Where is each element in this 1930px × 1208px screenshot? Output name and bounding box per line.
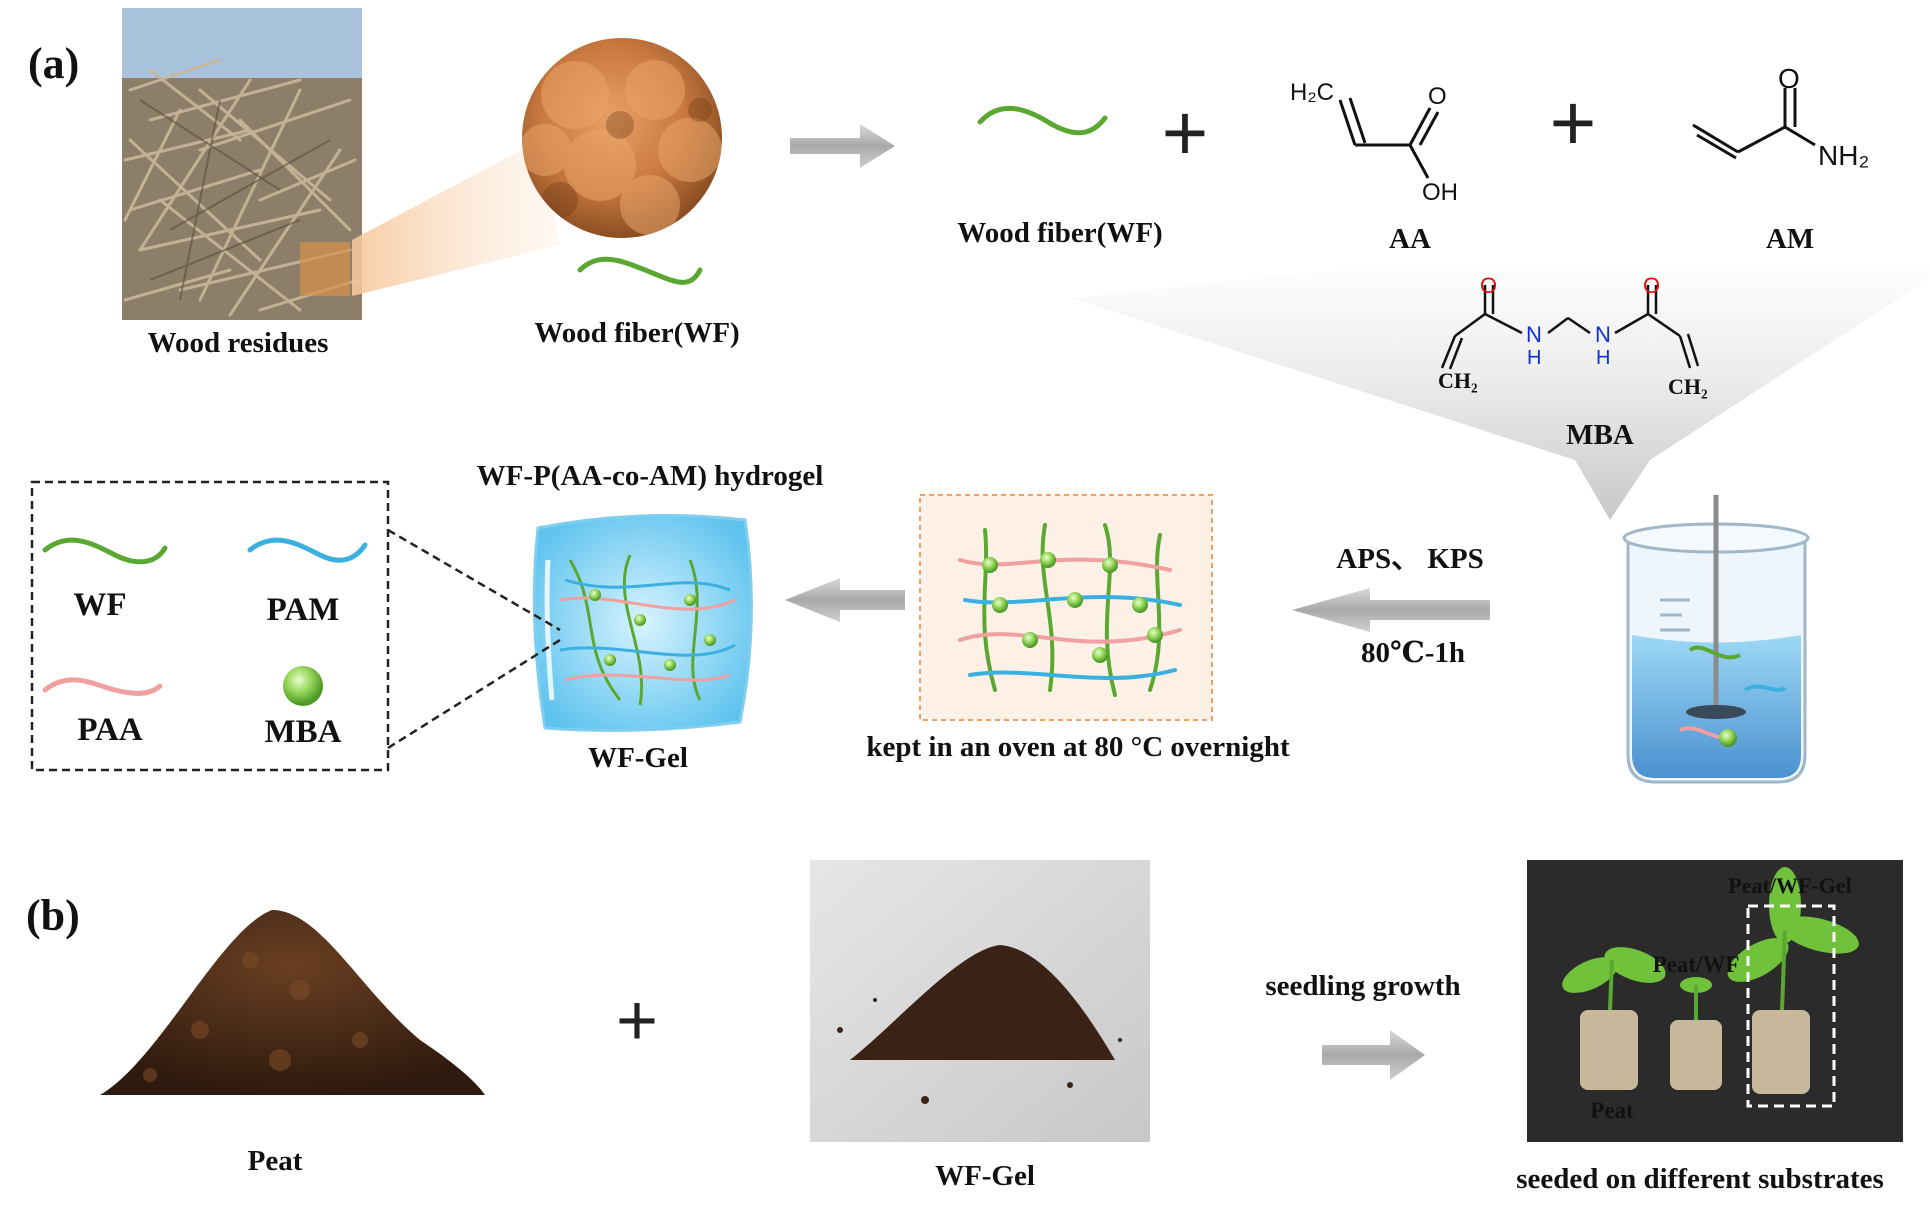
peat-label: Peat	[248, 1145, 303, 1177]
aa-h2c-label: H₂C	[1290, 79, 1334, 106]
plus-sign: +	[1162, 88, 1209, 177]
aa-structure	[1338, 97, 1440, 179]
seedling-growth-label: seedling growth	[1265, 970, 1460, 1002]
am-label: AM	[1766, 223, 1814, 255]
aa-oxygen-label: O	[1428, 83, 1447, 110]
process-arrow-left	[785, 578, 905, 622]
mba-hydrogen-left: H	[1527, 347, 1541, 369]
mba-ch2-right: CH₂	[1668, 374, 1708, 399]
mba-hydrogen-right: H	[1596, 347, 1610, 369]
mba-label: MBA	[1566, 419, 1634, 451]
mba-nitrogen-left: N	[1526, 322, 1542, 347]
seeded-substrates-label: seeded on different substrates	[1516, 1163, 1884, 1195]
aa-label: AA	[1389, 223, 1431, 255]
hydrogel-icon	[532, 514, 753, 732]
legend-paa-label: PAA	[77, 712, 143, 748]
wood-residues-label: Wood residues	[148, 327, 329, 359]
am-structure	[1692, 88, 1816, 160]
mba-ch2-left: CH₂	[1438, 368, 1478, 393]
mba-oxygen-left: O	[1480, 273, 1497, 298]
wf-fiber-icon	[977, 105, 1108, 136]
growth-arrow	[1322, 1030, 1425, 1080]
legend-mba-label: MBA	[265, 714, 342, 750]
condition-label: 80℃-1h	[1361, 637, 1465, 669]
photo-label-peat-wf-gel: Peat/WF-Gel	[1728, 873, 1851, 898]
oven-label: kept in an oven at 80 °C overnight	[866, 731, 1290, 763]
wf-gel-photo-label: WF-Gel	[935, 1160, 1035, 1192]
gel-label: WF-Gel	[588, 742, 688, 774]
legend-pam-label: PAM	[267, 592, 340, 628]
reaction-arrow-left	[1292, 588, 1490, 632]
wood-residues-photo	[122, 8, 362, 320]
am-nh2-label: NH₂	[1818, 140, 1869, 171]
legend-mba-swatch	[283, 666, 323, 706]
legend-pam-swatch	[247, 537, 368, 563]
plus-sign: +	[616, 981, 658, 1061]
am-oxygen-label: O	[1778, 63, 1800, 94]
polymer-network-box	[919, 494, 1213, 721]
photo-label-peat: Peat	[1590, 1098, 1634, 1123]
plus-sign: +	[1550, 78, 1597, 167]
funnel-shape	[1072, 262, 1930, 520]
legend-paa-swatch	[42, 677, 163, 696]
hydrogel-title: WF-P(AA-co-AM) hydrogel	[477, 460, 824, 492]
panel-a-tag: (a)	[28, 39, 79, 88]
mba-structure	[1440, 285, 1700, 370]
seedlings-photo	[1527, 860, 1903, 1142]
fiber-sample-highlight	[300, 242, 350, 296]
panel-b-tag: (b)	[26, 891, 80, 940]
wood-fiber-magnified	[522, 38, 722, 238]
beaker-icon	[1622, 495, 1810, 784]
mba-oxygen-right: O	[1643, 273, 1660, 298]
legend-wf-swatch	[42, 537, 168, 565]
zoom-beam	[352, 140, 560, 296]
wood-fiber-label-reagent: Wood fiber(WF)	[957, 217, 1162, 249]
wood-fiber-label: Wood fiber(WF)	[534, 317, 739, 349]
reagents-label: APS、 KPS	[1336, 543, 1483, 575]
legend-box	[30, 480, 561, 772]
peat-pile-photo	[100, 910, 485, 1095]
aa-hydroxyl-label: OH	[1422, 179, 1458, 206]
mba-nitrogen-right: N	[1595, 322, 1611, 347]
legend-wf-label: WF	[73, 587, 126, 623]
process-arrow-right	[790, 124, 895, 168]
wf-gel-powder-photo	[810, 860, 1150, 1142]
photo-label-peat-wf: Peat/WF	[1653, 952, 1740, 977]
wf-fiber-icon	[577, 256, 703, 285]
